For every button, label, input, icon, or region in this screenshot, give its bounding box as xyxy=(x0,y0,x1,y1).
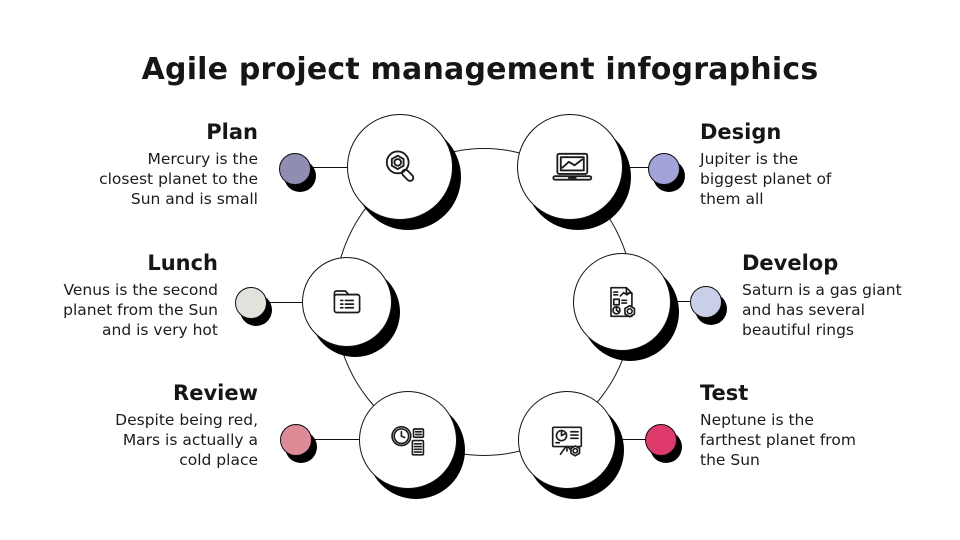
presentation-gear-icon xyxy=(545,418,589,462)
review-label-block: Review Despite being red, Mars is actual… xyxy=(18,381,258,470)
plan-connector-line xyxy=(300,167,355,169)
plan-description: Mercury is the closest planet to the Sun… xyxy=(99,150,258,208)
node-review xyxy=(359,391,457,489)
document-gear-icon xyxy=(600,280,644,324)
develop-title: Develop xyxy=(742,251,839,275)
lunch-description: Venus is the second planet from the Sun … xyxy=(63,281,218,339)
design-description: Jupiter is the biggest planet of them al… xyxy=(700,150,832,208)
plan-title: Plan xyxy=(206,120,258,144)
lunch-connector-line xyxy=(256,302,311,304)
magnifier-gear-icon xyxy=(377,144,423,190)
clock-list-icon xyxy=(386,418,430,462)
lunch-title: Lunch xyxy=(147,251,218,275)
node-develop xyxy=(573,253,671,351)
folder-list-icon xyxy=(326,281,368,323)
develop-bullet-dot xyxy=(690,286,722,318)
develop-label-block: Develop Saturn is a gas giant and has se… xyxy=(742,251,960,340)
plan-bullet-dot xyxy=(279,153,311,185)
test-bullet-dot xyxy=(645,424,677,456)
review-title: Review xyxy=(173,381,258,405)
review-bullet-dot xyxy=(280,424,312,456)
page-title: Agile project management infographics xyxy=(141,52,819,87)
node-lunch xyxy=(302,257,392,347)
plan-label-block: Plan Mercury is the closest planet to th… xyxy=(18,120,258,209)
design-bullet-dot xyxy=(648,153,680,185)
lunch-bullet-dot xyxy=(235,287,267,319)
design-connector-line xyxy=(612,167,654,169)
review-description: Despite being red, Mars is actually a co… xyxy=(115,411,258,469)
test-description: Neptune is the farthest planet from the … xyxy=(700,411,856,469)
node-plan xyxy=(347,114,453,220)
test-connector-line xyxy=(604,439,654,441)
review-connector-line xyxy=(302,439,368,441)
node-test xyxy=(518,391,616,489)
test-label-block: Test Neptune is the farthest planet from… xyxy=(700,381,930,470)
laptop-chart-icon xyxy=(547,144,593,190)
test-title: Test xyxy=(700,381,749,405)
lunch-label-block: Lunch Venus is the second planet from th… xyxy=(0,251,218,340)
design-label-block: Design Jupiter is the biggest planet of … xyxy=(700,120,930,209)
node-design xyxy=(517,114,623,220)
develop-description: Saturn is a gas giant and has several be… xyxy=(742,281,902,339)
design-title: Design xyxy=(700,120,782,144)
develop-connector-line xyxy=(662,301,698,303)
